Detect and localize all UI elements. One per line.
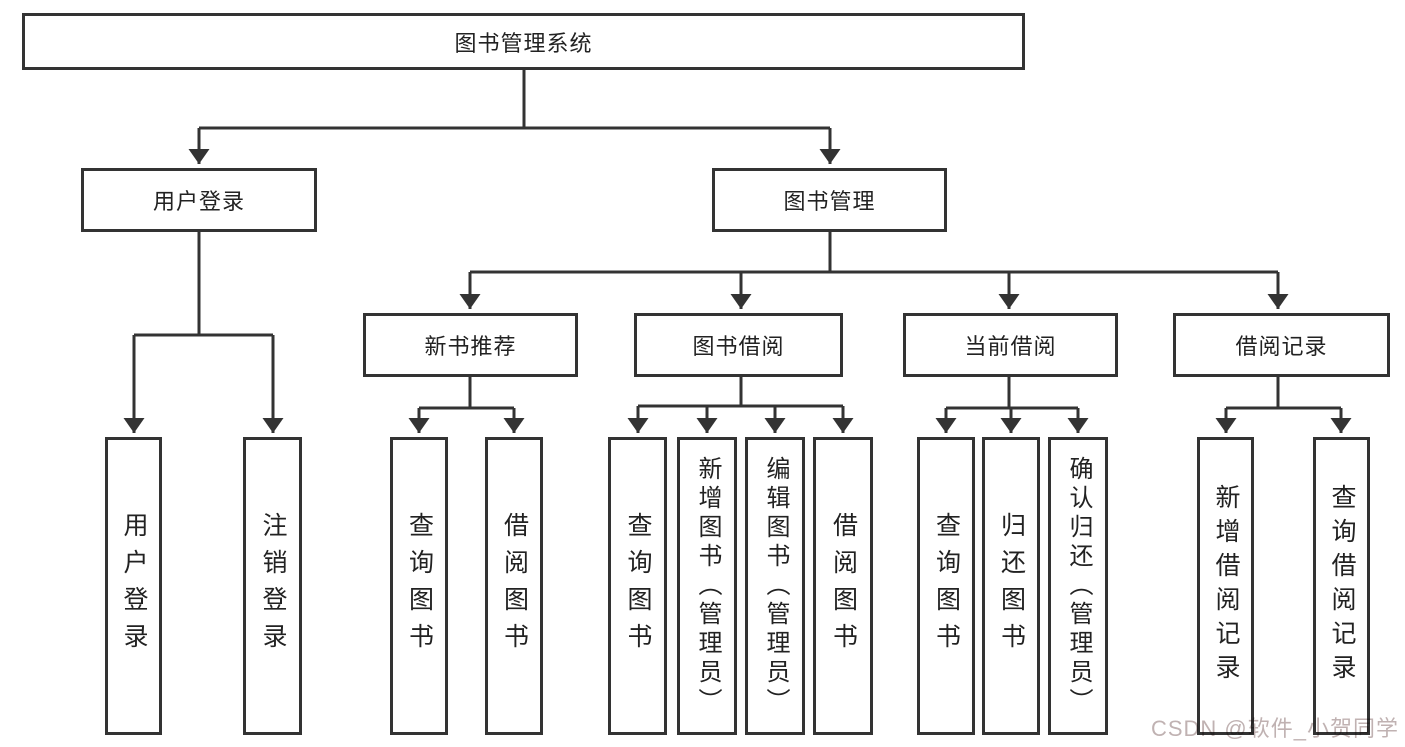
leaf-add-borrow-record: 新增借阅记录 <box>1197 437 1254 735</box>
leaf-edit-books-admin-label: 编辑图书（管理员） <box>762 455 789 717</box>
leaf-confirm-return-admin: 确认归还（管理员） <box>1048 437 1108 735</box>
leaf-logout: 注销登录 <box>243 437 302 735</box>
leaf-query-books-borrow-label: 查询图书 <box>624 512 652 660</box>
leaf-query-borrow-record: 查询借阅记录 <box>1313 437 1370 735</box>
leaf-logout-label: 注销登录 <box>259 512 287 660</box>
leaf-query-books-rec-label: 查询图书 <box>405 512 434 660</box>
leaf-borrow-books-rec: 借阅图书 <box>485 437 543 735</box>
node-book-management: 图书管理 <box>712 168 947 232</box>
leaf-query-books-borrow: 查询图书 <box>608 437 667 735</box>
leaf-confirm-return-admin-label: 确认归还（管理员） <box>1065 455 1092 717</box>
leaf-user-login: 用户登录 <box>105 437 162 735</box>
leaf-edit-books-admin: 编辑图书（管理员） <box>745 437 805 735</box>
leaf-return-books: 归还图书 <box>982 437 1040 735</box>
leaf-add-borrow-record-label: 新增借阅记录 <box>1212 484 1240 688</box>
leaf-query-borrow-record-label: 查询借阅记录 <box>1328 484 1356 688</box>
node-user-login: 用户登录 <box>81 168 317 232</box>
leaf-borrow-books-rec-label: 借阅图书 <box>500 512 529 660</box>
leaf-query-books-current: 查询图书 <box>917 437 975 735</box>
node-current-borrowing: 当前借阅 <box>903 313 1118 377</box>
node-borrowing-records: 借阅记录 <box>1173 313 1390 377</box>
node-root-system: 图书管理系统 <box>22 13 1025 70</box>
leaf-user-login-label: 用户登录 <box>120 512 148 660</box>
leaf-borrow-books-label: 借阅图书 <box>829 512 858 660</box>
leaf-query-books-rec: 查询图书 <box>390 437 448 735</box>
leaf-add-books-admin-label: 新增图书（管理员） <box>694 455 721 717</box>
node-new-book-recommend: 新书推荐 <box>363 313 578 377</box>
leaf-return-books-label: 归还图书 <box>997 512 1026 660</box>
leaf-add-books-admin: 新增图书（管理员） <box>677 437 737 735</box>
leaf-borrow-books: 借阅图书 <box>813 437 873 735</box>
node-book-borrowing: 图书借阅 <box>634 313 843 377</box>
leaf-query-books-current-label: 查询图书 <box>932 512 961 660</box>
csdn-watermark: CSDN @软件_小贺同学 <box>1150 716 1399 741</box>
